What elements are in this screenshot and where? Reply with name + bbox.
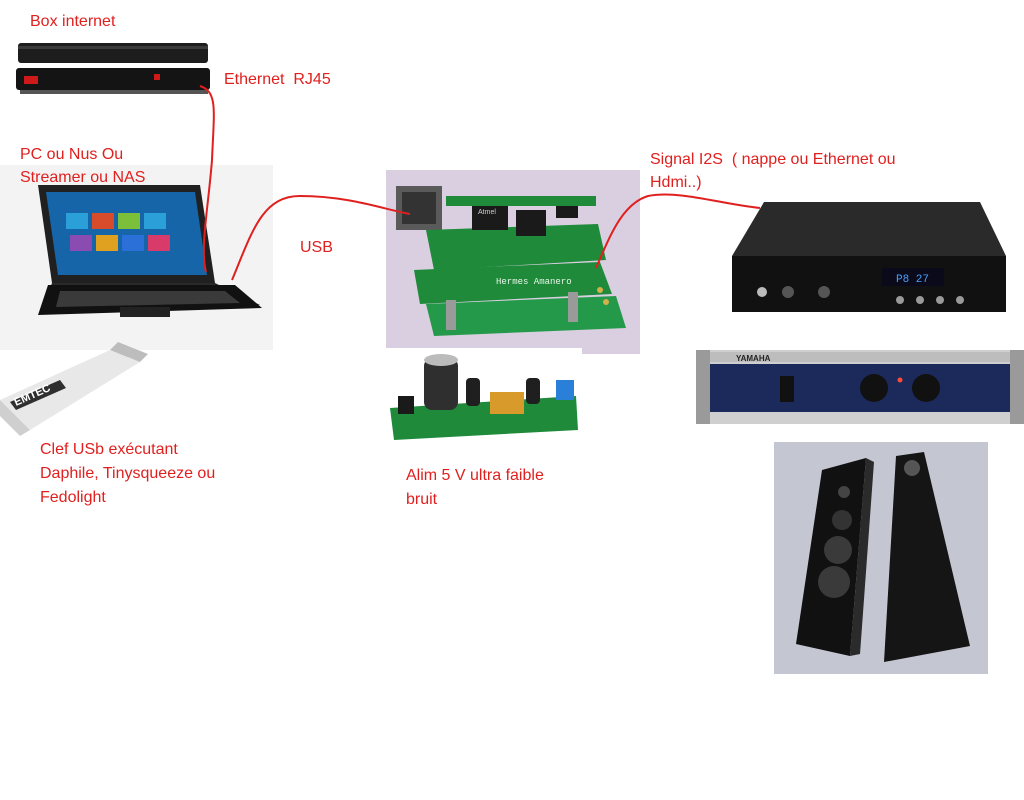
i2s-label-line1: Signal I2S ( nappe ou Ethernet ou [650, 151, 896, 168]
alim-label-line2: bruit [406, 491, 438, 508]
pc-label-line1: PC ou Nus Ou [20, 146, 124, 163]
ethernet-label: Ethernet RJ45 [224, 71, 331, 88]
usb-i2s-board-image: Hermes Amanero Atmel [386, 170, 640, 354]
power-supply-image [386, 348, 582, 448]
laptop-image [0, 165, 273, 350]
clef-label-line2: Daphile, Tinysqueeze ou [40, 465, 216, 482]
power-amplifier-image: YAMAHA [696, 350, 1024, 424]
usb-stick-image: EMTEC [0, 342, 148, 436]
pc-label-line2: Streamer ou NAS [20, 169, 146, 186]
board-chip-label: Atmel [478, 209, 496, 216]
dac-display-text: P8 27 [896, 274, 929, 286]
board-silk-label: Hermes Amanero [496, 277, 572, 287]
dac-image: P8 27 [724, 196, 1012, 324]
alim-label-line1: Alim 5 V ultra faible [406, 467, 544, 484]
clef-label-line1: Clef USb exécutant [40, 441, 178, 458]
amp-brand-label: YAMAHA [736, 354, 771, 363]
i2s-label-line2: Hdmi..) [650, 174, 702, 191]
internet-box-image [16, 43, 210, 94]
clef-label-line3: Fedolight [40, 489, 106, 506]
speakers-image [774, 442, 988, 674]
box-internet-label: Box internet [30, 13, 116, 30]
usb-label: USB [300, 239, 333, 256]
